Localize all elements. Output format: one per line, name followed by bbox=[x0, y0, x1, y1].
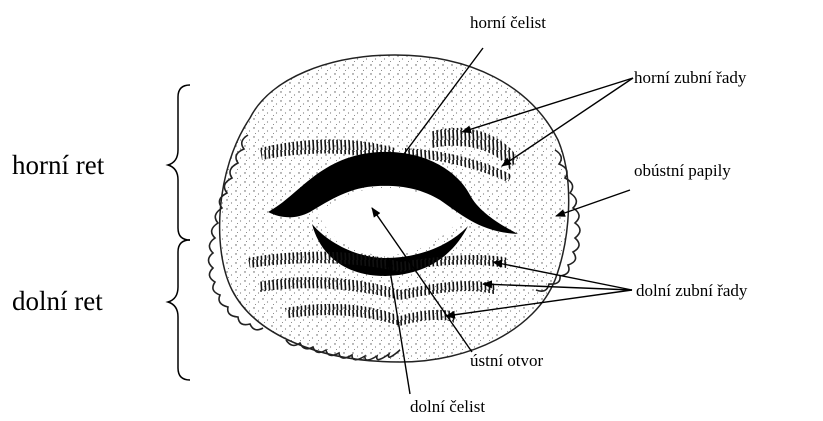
label-lower-lip: dolní ret bbox=[12, 288, 103, 315]
label-lower-jaw: dolní čelist bbox=[410, 398, 485, 415]
label-upper-jaw: horní čelist bbox=[470, 14, 546, 31]
label-oral-papillae: obústní papily bbox=[634, 162, 731, 179]
lip-braces bbox=[168, 85, 190, 380]
label-mouth-opening: ústní otvor bbox=[470, 352, 543, 369]
label-upper-tooth-rows: horní zubní řady bbox=[634, 69, 746, 86]
label-upper-lip: horní ret bbox=[12, 152, 104, 179]
label-lower-tooth-rows: dolní zubní řady bbox=[636, 282, 747, 299]
